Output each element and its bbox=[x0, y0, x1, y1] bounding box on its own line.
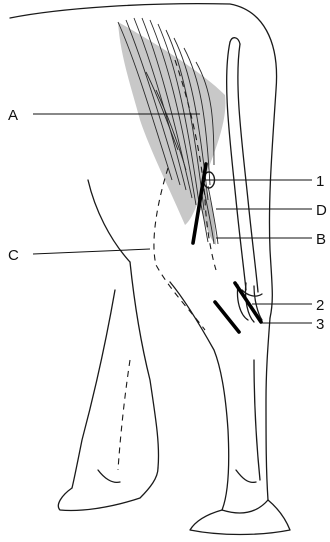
label-c: C bbox=[8, 247, 19, 264]
label-3: 3 bbox=[316, 316, 324, 333]
leader-c bbox=[33, 249, 150, 254]
label-d: D bbox=[316, 202, 327, 219]
label-a: A bbox=[8, 107, 18, 124]
label-2: 2 bbox=[316, 297, 324, 314]
label-b: B bbox=[316, 231, 326, 248]
label-1: 1 bbox=[316, 173, 324, 190]
incision-3 bbox=[215, 302, 239, 332]
